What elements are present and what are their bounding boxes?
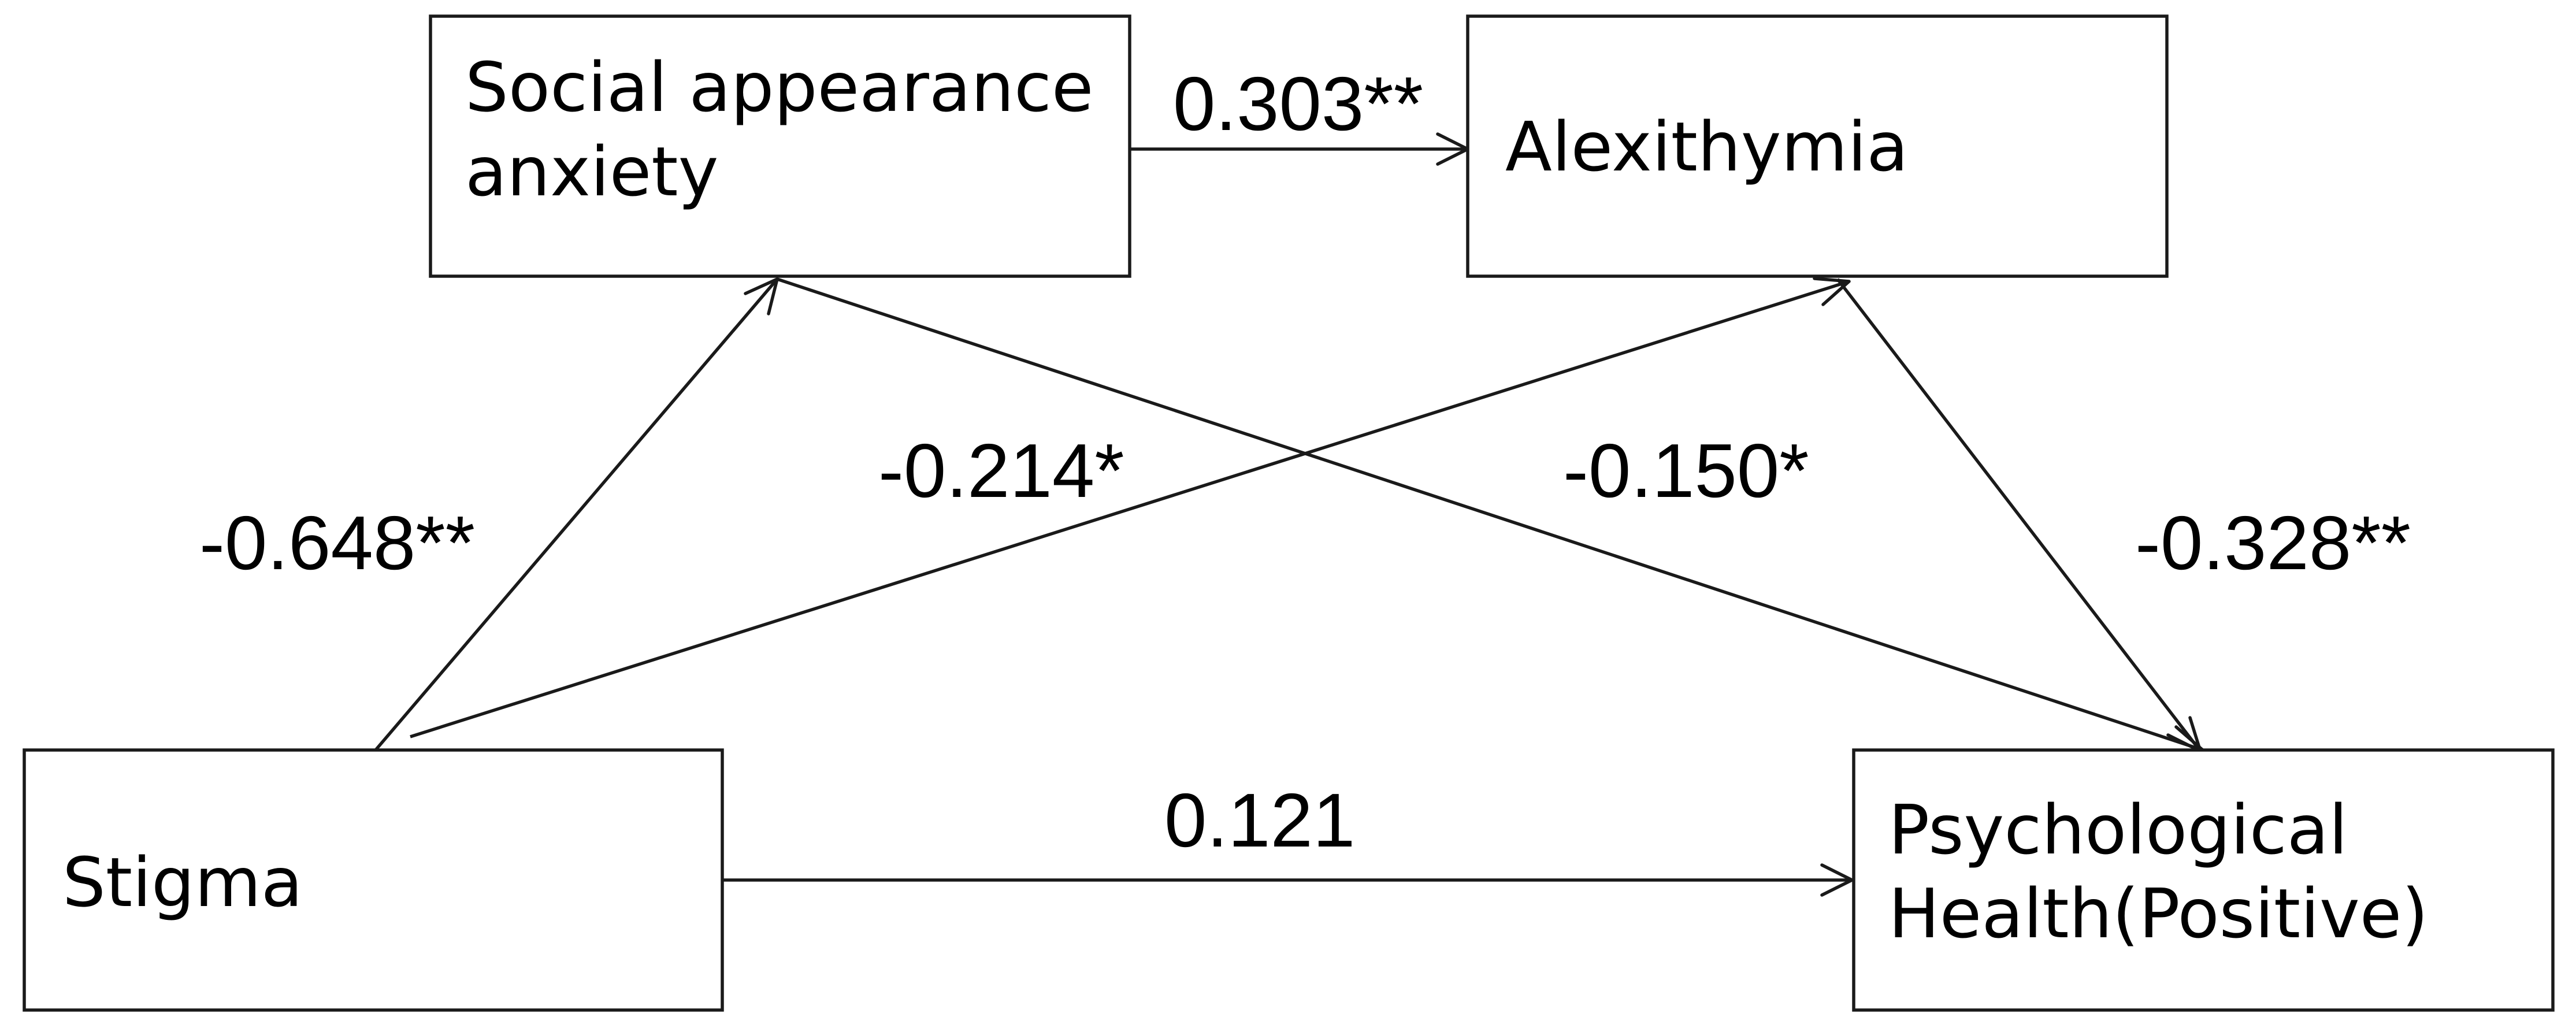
node-box [1466, 14, 2169, 278]
node-label-line-1: Alexithymia [1505, 107, 1909, 187]
coefficient-label-saa-to-health: -0.150* [1563, 428, 1809, 513]
arrowhead-icon [1820, 863, 1854, 897]
node-label-line-2: anxiety [465, 132, 718, 211]
arrowhead-icon [1813, 277, 1851, 306]
edge-line [777, 277, 2203, 752]
node-social-appearance-anxiety: Social appearance anxiety [429, 14, 1131, 278]
node-label-line-1: Social appearance [465, 47, 1093, 127]
node-box [429, 14, 1131, 278]
edge-saa-to-health [777, 277, 2204, 755]
edge-line [374, 278, 779, 751]
edge-line [410, 280, 1850, 738]
coefficient-label-stigma-to-saa: -0.648** [199, 500, 475, 585]
node-label-line-1: Psychological [1888, 790, 2348, 870]
node-label-line-2: Health(Positive) [1888, 874, 2428, 953]
coefficient-label-saa-to-alexithymia: 0.303** [1173, 61, 1423, 146]
coefficient-label-stigma-to-alexithymia: -0.214* [878, 428, 1124, 513]
coefficient-label-stigma-to-health: 0.121 [1164, 778, 1355, 863]
edge-stigma-to-health [719, 863, 1854, 897]
node-stigma: Stigma [23, 748, 724, 1012]
coefficient-label-alexithymia-to-health: -0.328** [2135, 500, 2411, 585]
node-label-line-1: Stigma [62, 842, 303, 922]
node-alexithymia: Alexithymia [1466, 14, 2169, 278]
edge-stigma-to-alexithymia [410, 277, 1851, 738]
edge-line [1836, 278, 2202, 752]
node-psychological-health: Psychological Health(Positive) [1852, 748, 2555, 1012]
node-box [1852, 748, 2555, 1012]
node-box [23, 748, 724, 1012]
